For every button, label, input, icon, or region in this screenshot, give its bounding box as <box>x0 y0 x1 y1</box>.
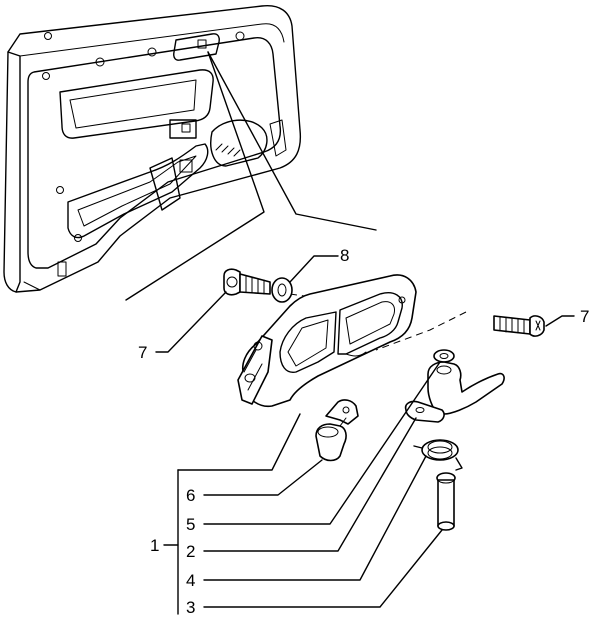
callout-8: 8 <box>340 246 349 265</box>
callout-6: 6 <box>186 486 195 505</box>
screw-left <box>223 268 271 296</box>
callout-4: 4 <box>186 571 195 590</box>
leader-lines <box>155 255 575 615</box>
small-washer <box>433 349 455 363</box>
pin-part <box>436 472 456 531</box>
lever-part <box>404 361 505 423</box>
washer <box>271 277 293 303</box>
spring-part <box>413 439 463 471</box>
callout-labels: 8 7 7 1 6 5 2 4 3 <box>138 246 589 617</box>
callout-7-left: 7 <box>138 343 147 362</box>
handle-housing <box>237 274 417 408</box>
callout-2: 2 <box>186 542 195 561</box>
callout-3: 3 <box>186 598 195 617</box>
callout-1: 1 <box>150 536 159 555</box>
callout-7-right: 7 <box>580 307 589 326</box>
clip-part <box>315 399 359 462</box>
screw-right <box>493 315 545 337</box>
callout-5: 5 <box>186 515 195 534</box>
door-panel <box>3 5 302 293</box>
